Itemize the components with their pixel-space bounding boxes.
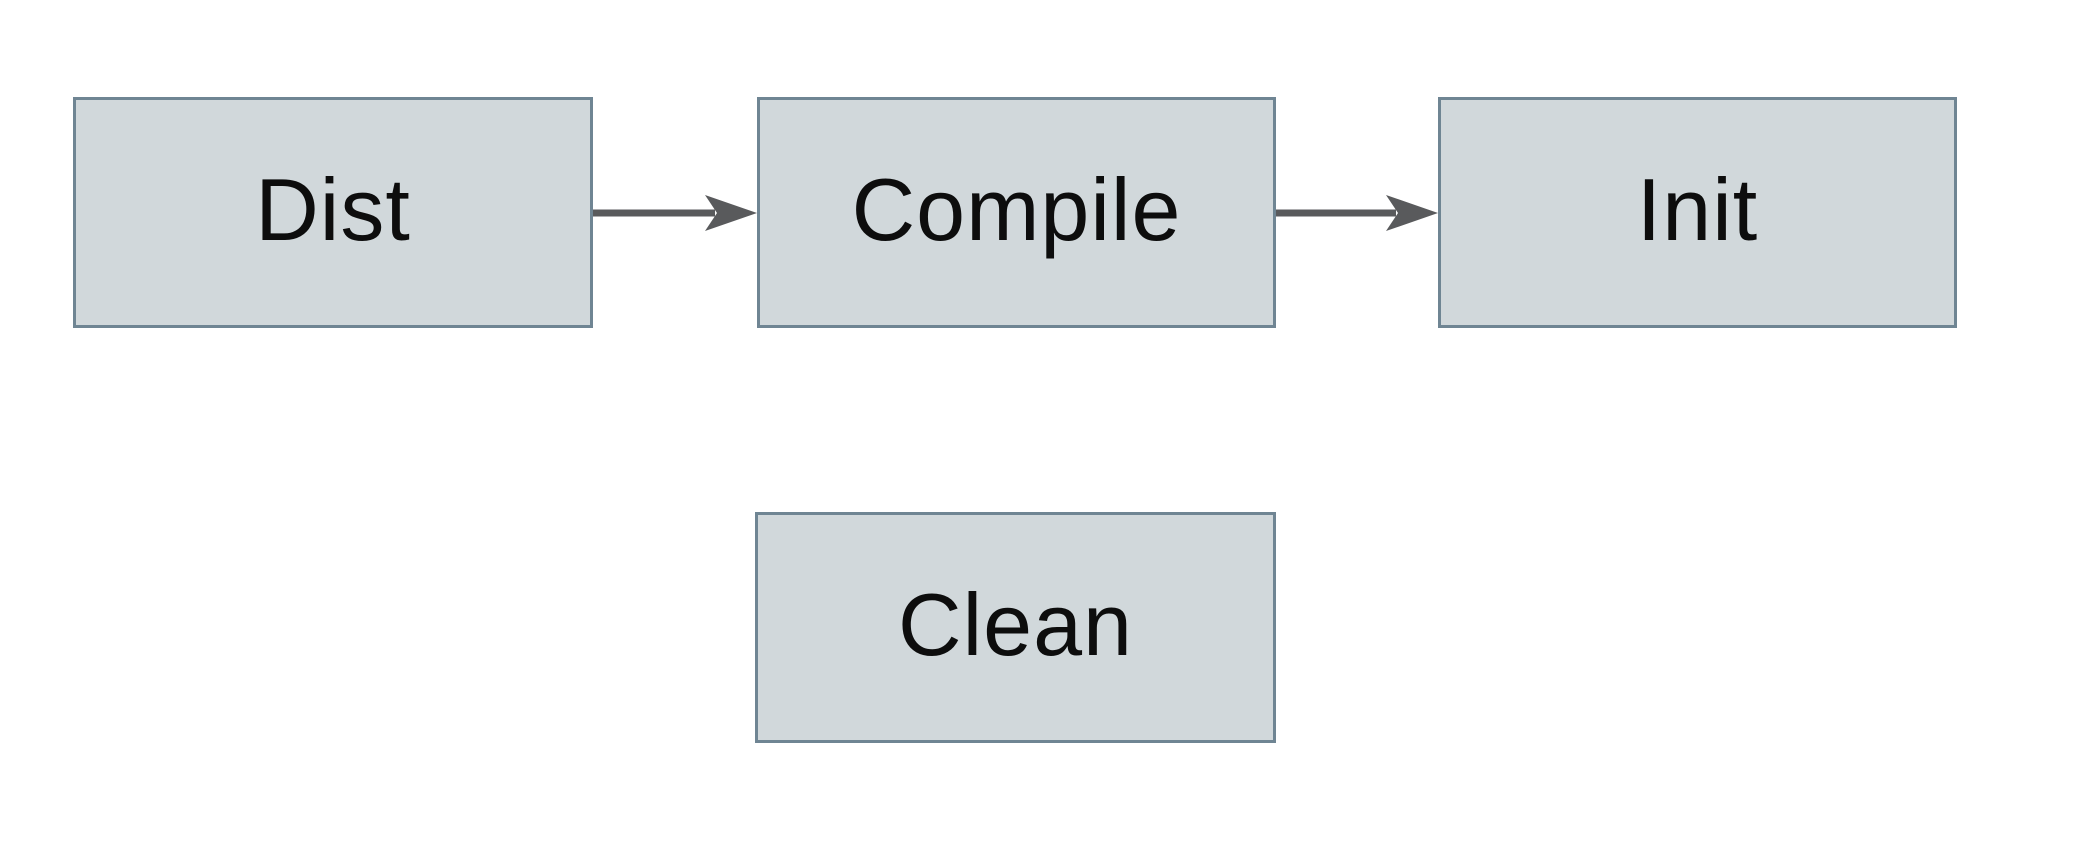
node-compile: Compile bbox=[757, 97, 1276, 328]
node-dist: Dist bbox=[73, 97, 593, 328]
node-clean: Clean bbox=[755, 512, 1276, 743]
node-compile-label: Compile bbox=[851, 159, 1182, 259]
arrow-dist-to-compile bbox=[593, 195, 757, 231]
node-clean-label: Clean bbox=[898, 574, 1133, 674]
node-init: Init bbox=[1438, 97, 1957, 328]
node-init-label: Init bbox=[1636, 159, 1759, 259]
node-dist-label: Dist bbox=[255, 159, 411, 259]
arrow-compile-to-init bbox=[1276, 195, 1438, 231]
